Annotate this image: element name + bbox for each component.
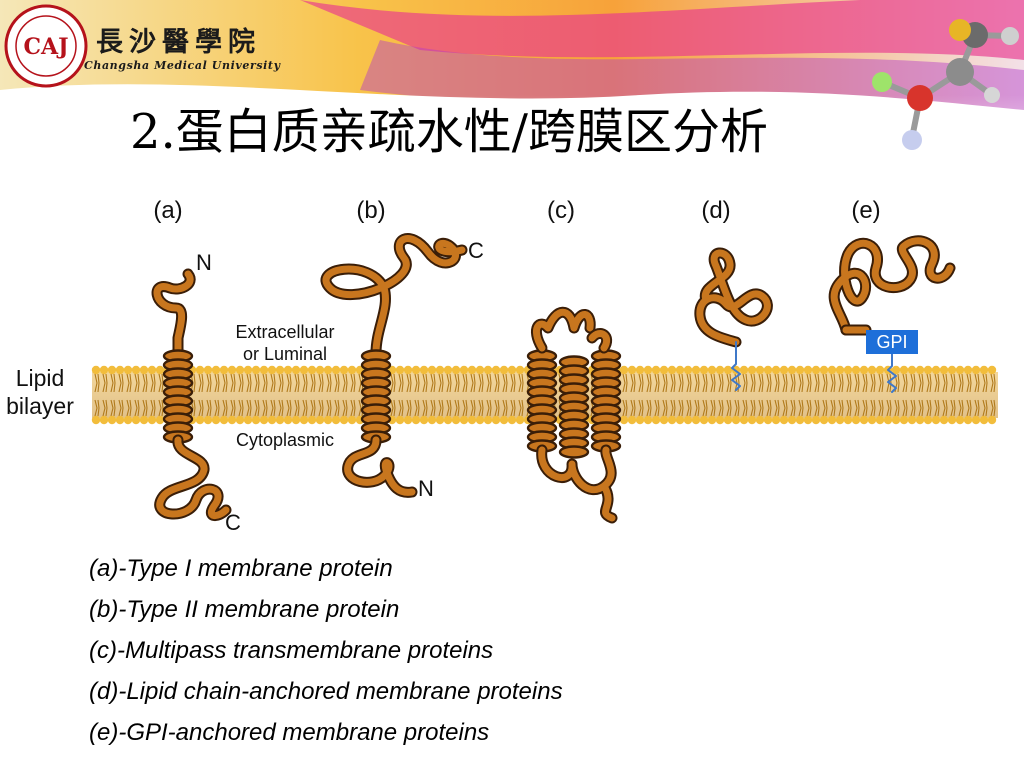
membrane-protein-diagram: GPI (a) (b) (c) (d) (e) Lipid bilayer Ex… <box>0 188 1004 538</box>
gpi-anchored-protein <box>828 235 956 393</box>
type-i-protein <box>151 268 232 521</box>
slide-title: 2.蛋白质亲疏水性/跨膜区分析 <box>130 104 768 160</box>
helix-a <box>162 349 194 444</box>
lipid-bilayer-label-line1: Lipid <box>16 365 65 391</box>
legend-item-a: (a)-Type I membrane protein <box>89 555 393 582</box>
helix-c1 <box>526 349 558 453</box>
legend-item-e: (e)-GPI-anchored membrane proteins <box>89 719 490 746</box>
helix-b <box>360 349 392 444</box>
panel-label-c: (c) <box>547 197 575 224</box>
legend-item-b: (b)-Type II membrane protein <box>89 596 400 623</box>
legend-item-d: (d)-Lipid chain-anchored membrane protei… <box>89 678 563 705</box>
panel-label-e: (e) <box>851 197 880 224</box>
protein-type-legend: (a)-Type I membrane protein (b)-Type II … <box>89 548 563 753</box>
lipid-anchored-protein <box>694 247 773 391</box>
university-name-en: Changsha Medical University <box>84 59 281 72</box>
panel-label-d: (d) <box>701 197 730 224</box>
helix-c3 <box>590 349 622 453</box>
logo-emblem-text: CAJ <box>24 34 69 60</box>
helix-c2 <box>558 355 590 459</box>
panel-label-a: (a) <box>153 197 182 224</box>
lipid-bilayer-label-line2: bilayer <box>6 393 74 419</box>
multipass-protein <box>526 306 622 524</box>
university-logo: CAJ <box>4 4 88 88</box>
extracellular-label-line1: Extracellular <box>235 322 334 342</box>
cytoplasmic-label: Cytoplasmic <box>236 430 334 450</box>
university-name-cn: 長沙醫學院 <box>96 27 261 58</box>
terminus-a-top: N <box>196 250 212 275</box>
legend-item-c: (c)-Multipass transmembrane proteins <box>89 637 494 664</box>
panel-label-b: (b) <box>356 197 385 224</box>
molecule-icon <box>872 19 1019 150</box>
header-background <box>0 0 1024 190</box>
extracellular-label-line2: or Luminal <box>243 344 327 364</box>
type-ii-protein <box>320 233 468 498</box>
terminus-b-bottom: N <box>418 476 434 501</box>
gpi-box <box>866 330 918 354</box>
terminus-a-bottom: C <box>225 510 241 535</box>
gpi-label: GPI <box>876 332 907 352</box>
terminus-b-top: C <box>468 238 484 263</box>
